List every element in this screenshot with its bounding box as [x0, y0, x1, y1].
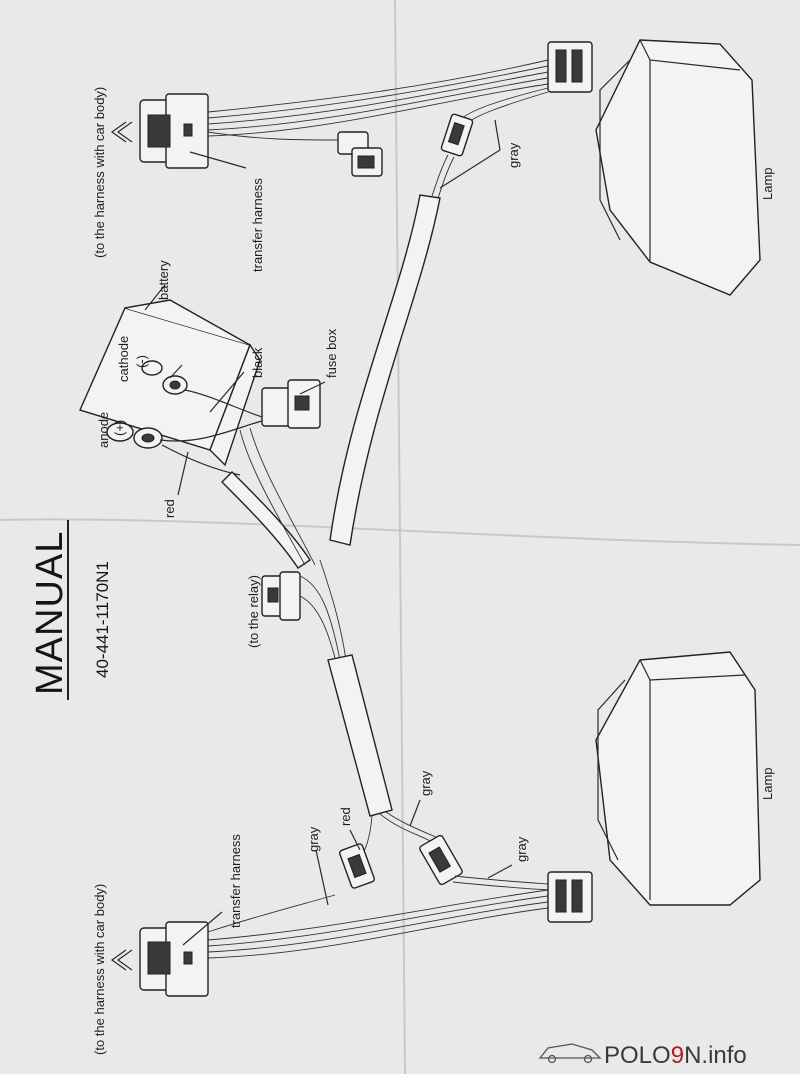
label-transfer-top: transfer harness	[250, 178, 265, 272]
gray-wire-top	[431, 87, 549, 199]
label-gray-bottom-3: gray	[514, 836, 529, 862]
label-black: black	[250, 347, 265, 378]
label-red-bottom: red	[338, 807, 353, 826]
manual-title: MANUAL	[29, 531, 71, 695]
part-number: 40-441-1170N1	[93, 561, 112, 678]
car-icon	[538, 1043, 602, 1064]
label-harness-bottom: (to the harness with car body)	[92, 884, 107, 1055]
label-fuse-box: fuse box	[324, 328, 339, 378]
lamp-connector-bottom	[547, 871, 593, 923]
inline-connector-gray-bottom	[419, 834, 549, 891]
label-lamp-top: Lamp	[760, 167, 775, 200]
arrow-icon-top	[110, 121, 133, 143]
label-cathode-sign: (-)	[134, 355, 149, 368]
label-lamp-bottom: Lamp	[760, 767, 775, 800]
bottom-harness-wires	[207, 889, 549, 959]
title-block: MANUAL 40-441-1170N1	[29, 520, 112, 700]
gray-label-top-pointer	[439, 119, 501, 189]
transfer-harness-connector-top	[139, 93, 209, 169]
lamp-top	[595, 39, 761, 296]
arrow-icon-bottom	[110, 949, 133, 971]
long-sleeve-bottom	[327, 654, 393, 817]
label-gray-bottom-1: gray	[306, 826, 321, 852]
label-transfer-bottom: transfer harness	[228, 834, 243, 928]
watermark: POLO9N.info	[538, 1042, 747, 1069]
label-gray-bottom-2: gray	[418, 770, 433, 796]
label-battery: battery	[156, 260, 171, 300]
main-bundle	[221, 427, 316, 569]
label-gray-top: gray	[506, 142, 521, 168]
label-red-top: red	[162, 499, 177, 518]
small-connector-top	[337, 131, 383, 177]
long-sleeve-top	[329, 194, 441, 546]
lamp-bottom	[595, 651, 761, 906]
label-anode-sign: (+)	[112, 420, 127, 436]
top-harness-wires	[207, 59, 549, 141]
relay-connector	[261, 571, 301, 621]
lamp-connector-top	[547, 41, 593, 93]
inline-connector-red-bottom	[339, 843, 375, 889]
label-pointers	[144, 151, 513, 946]
label-cathode: cathode	[116, 336, 131, 382]
label-anode: anode	[96, 412, 111, 448]
label-harness-top: (to the harness with car body)	[92, 87, 107, 258]
label-relay: (to the relay)	[246, 575, 261, 648]
fuse-box	[261, 379, 321, 429]
battery-terminals	[133, 375, 188, 449]
junction-wires	[299, 559, 347, 663]
watermark-text: POLO9N.info	[604, 1042, 747, 1069]
